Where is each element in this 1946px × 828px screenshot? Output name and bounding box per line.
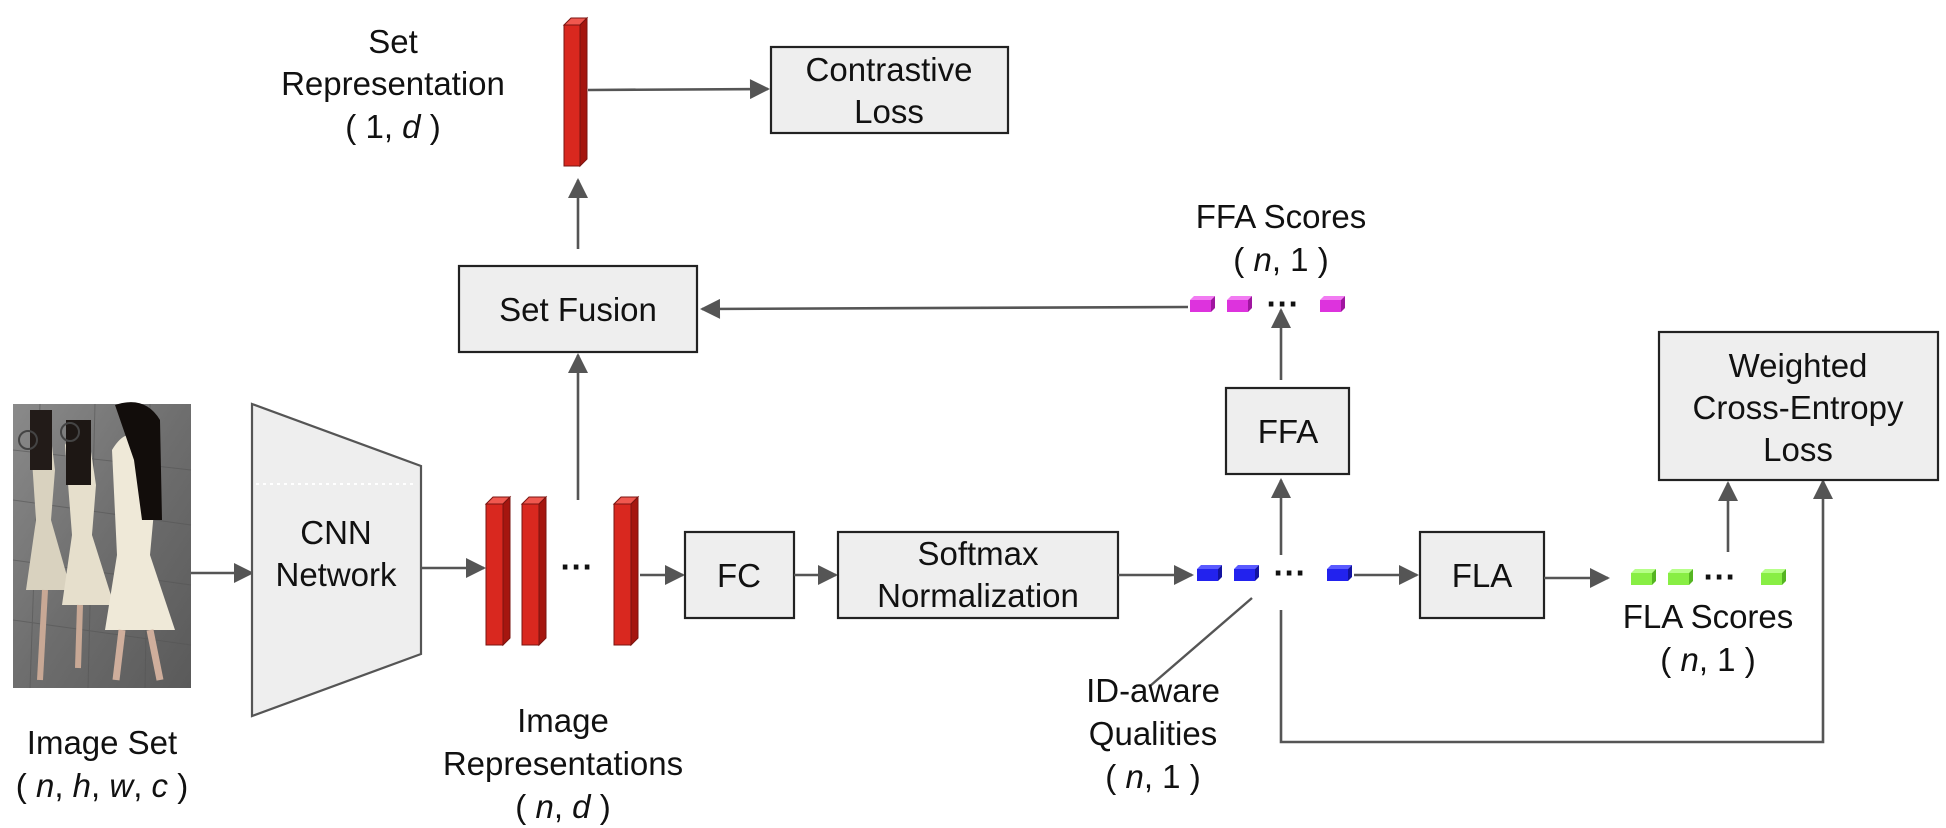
softmax-block [836,530,1120,620]
ffa-score-squares [1190,296,1345,312]
fla-block [1418,530,1546,620]
fla-score-square-1 [1631,569,1656,585]
fc-block [683,530,796,620]
qualities-label-line2: Qualities [1089,715,1217,752]
set-fusion-block [457,264,699,354]
ffa-scores-dims: ( n, 1 ) [1233,241,1328,278]
fla-score-square-2 [1668,569,1693,585]
ffa-score-square-2 [1227,296,1252,312]
ffa-score-square-n [1320,296,1345,312]
cnn-label-line1: CNN [300,514,372,551]
image-repr-dims: ( n, d ) [515,788,610,825]
arrow-ffa-scores-to-set-fusion [700,298,1189,319]
image-set-picture [12,402,192,689]
qualities-pointer-line [1149,597,1253,687]
cnn-label-line2: Network [275,556,397,593]
fc-label: FC [717,557,761,594]
qualities-label-line1: ID-aware [1086,672,1220,709]
feature-bar-n [612,495,640,647]
set-repr-dims: ( 1, d ) [345,108,440,145]
dim-c: c [152,767,169,804]
image-representation-bars [484,495,640,647]
arrow-qualities-to-weighted-ce [1279,479,1833,744]
cnn-network-block [250,402,423,718]
image-set-title: Image Set [27,724,177,761]
softmax-label-line2: Normalization [877,577,1079,614]
fla-scores-label: FLA Scores [1623,598,1794,635]
ffa-scores-label: FFA Scores [1196,198,1367,235]
contrastive-loss-block [769,45,1010,135]
image-set-dims: ( n, h, w, c ) [16,767,188,804]
feature-bar-1 [484,495,512,647]
fla-score-square-n [1761,569,1786,585]
weighted-ce-line2: Cross-Entropy [1693,389,1904,426]
quality-ellipsis: ··· [1274,554,1307,591]
image-repr-label-line2: Representations [443,745,683,782]
quality-square-2 [1234,565,1259,581]
fla-score-squares [1631,569,1786,585]
weighted-ce-loss-block [1657,330,1940,482]
fla-scores-dims: ( n, 1 ) [1660,641,1755,678]
weighted-ce-line1: Weighted [1729,347,1868,384]
set-representation-bar [562,16,589,168]
arrow-set-repr-to-contrastive [587,79,770,100]
ffa-label: FFA [1258,413,1319,450]
fla-label: FLA [1452,557,1513,594]
set-fusion-label: Set Fusion [499,291,657,328]
dim-h: h [73,767,91,804]
ffa-block [1224,386,1351,476]
softmax-label-line1: Softmax [917,535,1039,572]
set-repr-label-line1: Set [368,23,418,60]
dim-w: w [109,767,135,804]
quality-squares [1197,565,1352,581]
qualities-dims: ( n, 1 ) [1105,758,1200,795]
contrastive-line2: Loss [854,93,924,130]
ffa-score-square-1 [1190,296,1215,312]
feature-ellipsis: ··· [561,548,594,585]
set-repr-label-line2: Representation [281,65,505,102]
fla-score-ellipsis: ··· [1704,558,1737,595]
weighted-ce-line3: Loss [1763,431,1833,468]
ffa-score-ellipsis: ··· [1267,285,1300,322]
feature-bar-2 [520,495,548,647]
image-repr-label-line1: Image [517,702,609,739]
contrastive-line1: Contrastive [806,51,973,88]
quality-square-n [1327,565,1352,581]
quality-square-1 [1197,565,1222,581]
dim-n: n [36,767,54,804]
